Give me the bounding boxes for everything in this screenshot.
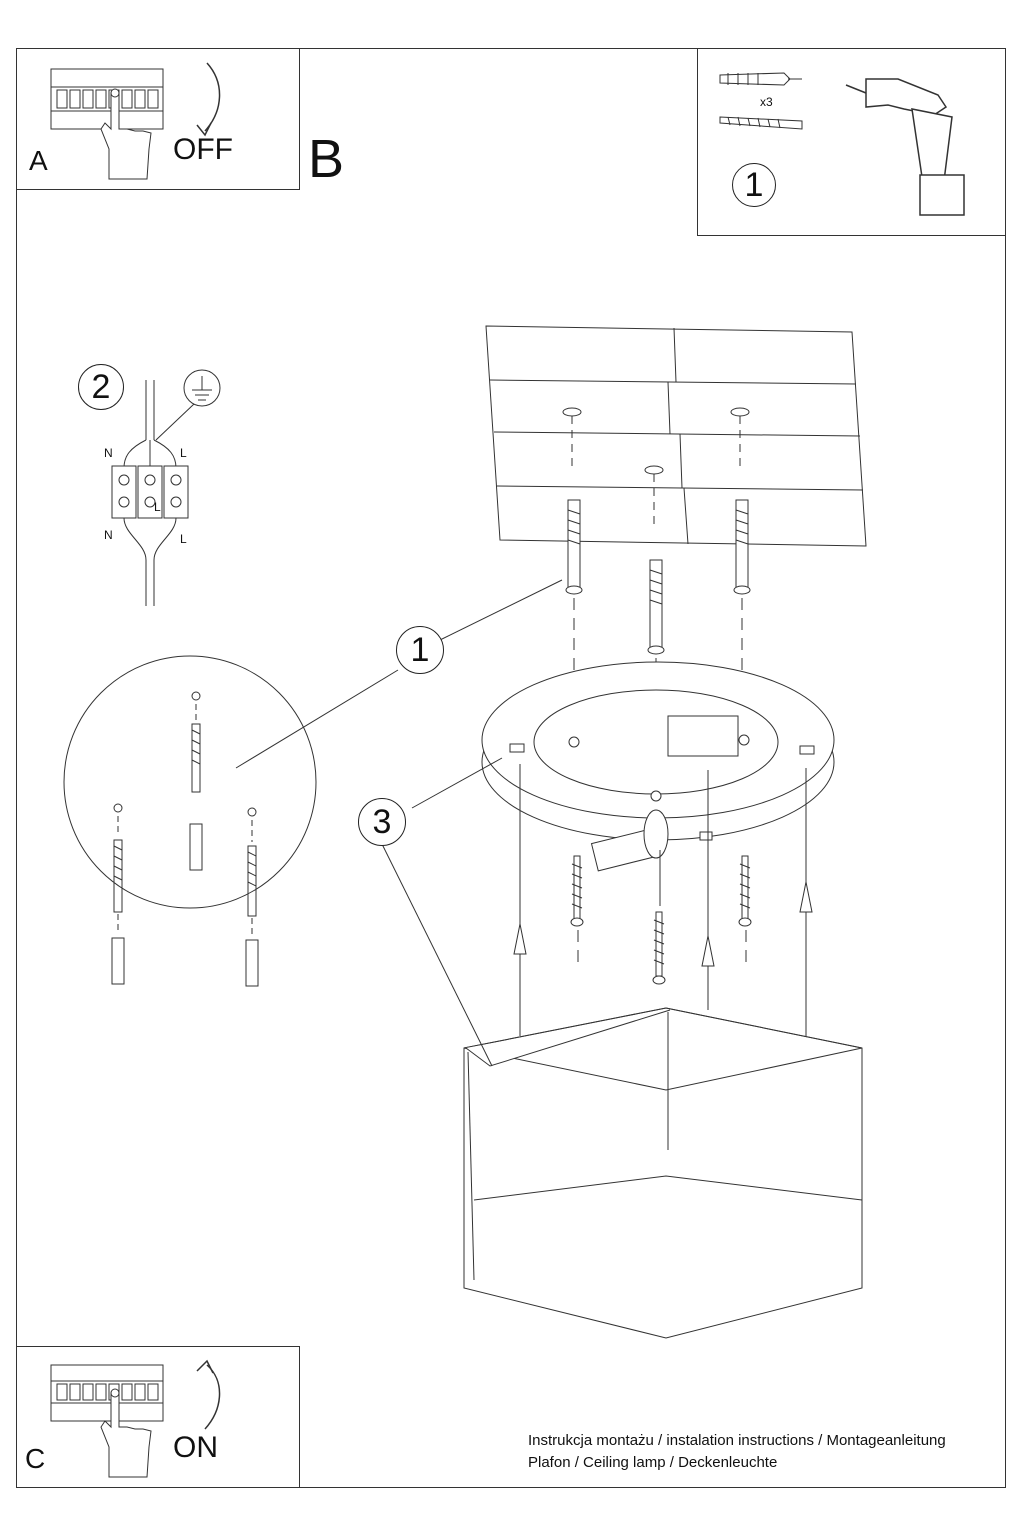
instruction-sheet-frame bbox=[16, 48, 1006, 1488]
ceiling-plate bbox=[485, 325, 867, 547]
footer-line-1: Instrukcja montażu / instalation instruc… bbox=[528, 1432, 946, 1449]
breaker-panel-icon bbox=[50, 1359, 221, 1478]
wire-label-live-top: L bbox=[180, 446, 187, 460]
callout-1-anchors: 1 bbox=[396, 626, 444, 674]
step-a-letter: A bbox=[29, 145, 48, 176]
wire-label-neutral-top: N bbox=[104, 446, 113, 460]
step-c-letter: C bbox=[25, 1443, 46, 1474]
panel-a-power-off: A OFF bbox=[16, 48, 300, 190]
anchor-plugs bbox=[565, 499, 751, 655]
step-c-action: ON bbox=[173, 1431, 218, 1464]
wire-label-live-bottom: L bbox=[180, 532, 187, 546]
detail-magnifier bbox=[63, 655, 317, 987]
anchor-quantity: x3 bbox=[760, 95, 773, 109]
panel-tools: x3 1 bbox=[697, 48, 1006, 236]
drill-icon bbox=[845, 78, 965, 216]
footer-line-2: Plafon / Ceiling lamp / Deckenleuchte bbox=[528, 1454, 778, 1471]
mounting-base bbox=[481, 661, 835, 872]
terminal-block-icon bbox=[111, 380, 195, 606]
hand-pointer-icon bbox=[100, 1388, 152, 1478]
breaker-panel-icon bbox=[50, 62, 221, 180]
ground-symbol-icon bbox=[183, 369, 221, 407]
screw-icon bbox=[719, 116, 803, 130]
curved-arrow-icon bbox=[204, 1364, 221, 1430]
step-1-badge: 1 bbox=[732, 163, 776, 207]
wire-label-live-mid: L bbox=[154, 500, 161, 514]
wall-plug-icon bbox=[719, 72, 802, 86]
hexagonal-lamp-body bbox=[463, 1007, 863, 1339]
step-2-badge: 2 bbox=[78, 364, 124, 410]
wire-label-neutral-bottom: N bbox=[104, 528, 113, 542]
step-a-action: OFF bbox=[173, 133, 233, 166]
callout-3-base: 3 bbox=[358, 798, 406, 846]
screws bbox=[570, 855, 752, 985]
panel-c-power-on: C ON bbox=[16, 1346, 300, 1488]
step-b-letter: B bbox=[308, 129, 345, 189]
hand-pointer-icon bbox=[100, 88, 152, 180]
